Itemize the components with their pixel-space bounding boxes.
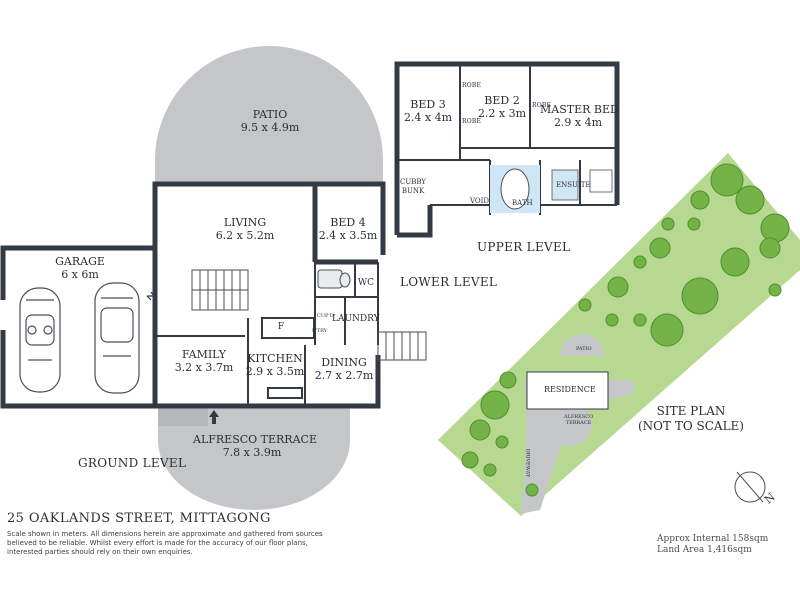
kitchen-name: KITCHEN [247, 352, 303, 365]
cubby-bunk-label: CUBBY BUNK [400, 178, 427, 195]
north-arrow-icon [734, 471, 766, 503]
garage-door-arrow-icon [146, 291, 156, 301]
garage-size: 6 x 6m [61, 268, 99, 281]
patio-name: PATIO [252, 108, 288, 121]
robe-label-2: ROBE [462, 118, 482, 125]
ensuite-tiles [551, 169, 579, 201]
bed3-label: BED 3 2.4 x 4m [400, 98, 456, 124]
internal-area: Approx Internal 158sqm [657, 534, 769, 544]
bed2-size: 2.2 x 3m [477, 107, 527, 120]
alfresco-terrace-area [158, 404, 350, 510]
bed3-name: BED 3 [410, 98, 446, 111]
site-residence-label: RESIDENCE [544, 385, 596, 394]
site-alfresco-label: ALFRESCO TERRACE [564, 414, 594, 426]
property-address: 25 OAKLANDS STREET, MITTAGONG [7, 511, 271, 526]
patio-size: 9.5 x 4.9m [240, 121, 300, 134]
ground-floor-walls [152, 181, 386, 409]
alfresco-paving-strip [158, 404, 208, 426]
car-left [19, 287, 61, 393]
void-label: VOID [470, 197, 490, 205]
living-size: 6.2 x 5.2m [215, 229, 275, 242]
bed4-name: BED 4 [330, 216, 366, 229]
living-name: LIVING [223, 216, 267, 229]
site-patio-label: PATIO [576, 346, 592, 352]
bathtub [500, 168, 530, 210]
dining-name: DINING [321, 356, 367, 369]
dining-label: DINING 2.7 x 2.7m [311, 356, 377, 382]
disclaimer-text: Scale shown in meters. All dimensions he… [7, 530, 323, 556]
upper-level-title: UPPER LEVEL [477, 240, 571, 254]
site-trees [461, 163, 790, 497]
laundry-label: LAUNDRY [332, 314, 380, 324]
wc-label: WC [357, 278, 375, 288]
car-right [94, 282, 140, 394]
patio-label: PATIO 9.5 x 4.9m [230, 108, 310, 134]
entry-arrow-icon [209, 410, 219, 424]
family-label: FAMILY 3.2 x 3.7m [168, 348, 240, 374]
alfresco-label: ALFRESCO TERRACE 7.8 x 3.9m [193, 433, 317, 459]
wc-fixtures [317, 269, 351, 289]
fridge-label: F [277, 322, 285, 332]
land-area: Land Area 1,416sqm [657, 545, 752, 555]
bed4-size: 2.4 x 3.5m [318, 229, 378, 242]
ensuite-label: ENSUITE [556, 181, 591, 189]
stairs [191, 269, 249, 311]
master-bed-size: 2.9 x 4m [553, 116, 603, 129]
bed2-label: BED 2 2.2 x 3m [474, 94, 530, 120]
ensuite-shower [589, 169, 613, 193]
kitchen-size: 2.9 x 3.5m [245, 365, 305, 378]
family-name: FAMILY [181, 348, 227, 361]
pantry-label: P'TRY [312, 328, 327, 334]
lower-level-title: LOWER LEVEL [400, 275, 498, 289]
patio-area [155, 46, 383, 184]
area-summary: Approx Internal 158sqm Land Area 1,416sq… [657, 534, 768, 556]
bed3-size: 2.4 x 4m [403, 111, 453, 124]
outdoor-stair [377, 331, 427, 361]
bath-label: BATH [512, 199, 533, 207]
dining-size: 2.7 x 2.7m [314, 369, 374, 382]
kitchen-label: KITCHEN 2.9 x 3.5m [240, 352, 310, 378]
site-driveway [520, 380, 635, 514]
site-driveway-label: DRIVEWAY [524, 448, 531, 478]
master-bed-label: MASTER BED 2.9 x 4m [540, 103, 619, 129]
cupboard-label: CUP'D [317, 313, 334, 319]
master-bed-name: MASTER BED [540, 103, 619, 116]
family-size: 3.2 x 3.7m [174, 361, 234, 374]
robe-label-3: ROBE [532, 102, 552, 109]
site-patio-area [560, 334, 604, 356]
bed2-name: BED 2 [484, 94, 520, 107]
robe-label-1: ROBE [462, 82, 482, 89]
alfresco-name: ALFRESCO TERRACE [193, 433, 317, 446]
ground-floor-internal-walls [155, 262, 379, 406]
site-residence [526, 371, 609, 410]
garage-label: GARAGE 6 x 6m [45, 255, 115, 281]
alfresco-size: 7.8 x 3.9m [222, 446, 282, 459]
upper-level-walls [394, 61, 620, 238]
site-plan-title: SITE PLAN (NOT TO SCALE) [638, 404, 744, 433]
living-label: LIVING 6.2 x 5.2m [205, 216, 285, 242]
ground-level-title: GROUND LEVEL [78, 456, 187, 470]
garage-name: GARAGE [55, 255, 105, 268]
bed4-label: BED 4 2.4 x 3.5m [315, 216, 381, 242]
